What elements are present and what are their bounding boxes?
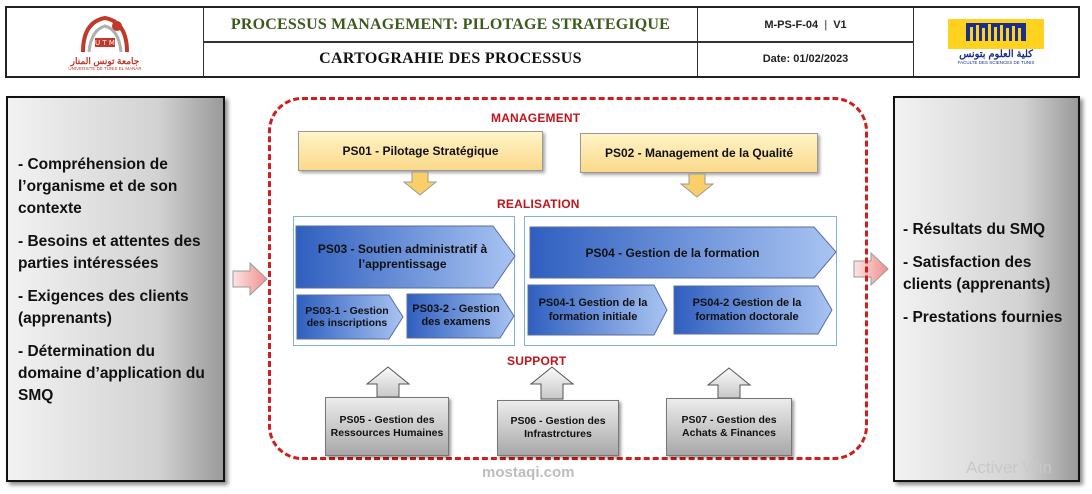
process-ps03-1: PS03-1 - Gestion des inscriptions: [300, 296, 394, 338]
logo-right-arabic: كلية العلوم بتونس: [959, 48, 1033, 60]
svg-text:U T M: U T M: [95, 39, 115, 47]
section-support: SUPPORT: [507, 354, 567, 368]
title-top: PROCESSUS MANAGEMENT: PILOTAGE STRATEGIQ…: [230, 16, 671, 33]
up-arrow-icon: [706, 367, 752, 399]
ps03-frame: [293, 216, 515, 346]
document-header: U T M جامعة تونس المنار UNIVERSITE DE TU…: [5, 6, 1080, 78]
ps03-1-chevron: [296, 294, 404, 340]
activate-windows-watermark: Activer Win: [966, 458, 1052, 477]
site-watermark: mostaqi.com: [482, 464, 575, 481]
section-realisation: REALISATION: [497, 197, 580, 211]
utm-logo-icon: U T M: [81, 15, 129, 53]
ps02-label: PS02 - Management de la Qualité: [604, 146, 794, 160]
ps03-label: PS03 - Soutien administratif à l’apprent…: [317, 242, 488, 271]
ps03-2-label: PS03-2 - Gestion des examens: [412, 303, 500, 328]
section-management: MANAGEMENT: [491, 111, 581, 125]
title-top-cell: PROCESSUS MANAGEMENT: PILOTAGE STRATEGIQ…: [203, 8, 697, 42]
output-item-results: - Résultats du SMQ: [903, 221, 1046, 238]
up-arrow-icon: [529, 366, 575, 400]
logo-left-sub: UNIVERSITE DE TUNIS EL MANAR: [68, 66, 142, 71]
ps06-label: PS06 - Gestion des Infrastrctures: [510, 415, 606, 440]
logo-left-arabic: جامعة تونس المنار: [70, 56, 140, 66]
logo-utm: U T M جامعة تونس المنار UNIVERSITE DE TU…: [7, 8, 203, 76]
ps04-1-chevron: [527, 284, 668, 336]
fst-logo-icon: [948, 18, 1044, 49]
process-map-boundary: [268, 97, 868, 460]
input-arrow-icon: [232, 261, 268, 297]
ps04-2-chevron: [673, 285, 833, 335]
input-item-requirements: - Exigences des clients (apprenants): [18, 288, 189, 327]
ps03-2-chevron: [406, 293, 515, 339]
output-arrow-icon: [853, 251, 889, 287]
doc-ref-cell: M-PS-F-04 | V1: [697, 8, 913, 42]
ps04-chevron: [529, 226, 837, 279]
date: Date: 01/02/2023: [762, 53, 849, 65]
process-ps04: PS04 - Gestion de la formation: [535, 230, 810, 276]
ps05-label: PS05 - Gestion des Ressources Humaines: [330, 413, 444, 439]
ps04-frame: [524, 216, 837, 346]
down-arrow-icon: [402, 171, 438, 196]
ps04-label: PS04 - Gestion de la formation: [585, 246, 760, 260]
input-item-context: - Compréhension de l’organisme et de son…: [18, 156, 178, 217]
process-ps02: PS02 - Management de la Qualité: [580, 133, 818, 173]
ps07-label: PS07 - Gestion des Achats & Finances: [681, 414, 777, 439]
logo-fst: كلية العلوم بتونس FACULTE DES SCIENCES D…: [913, 8, 1078, 76]
process-ps01: PS01 - Pilotage Stratégique: [298, 131, 543, 171]
process-ps07: PS07 - Gestion des Achats & Finances: [666, 398, 792, 456]
process-ps04-2: PS04-2 Gestion de la formation doctorale: [678, 288, 816, 332]
version: V1: [833, 19, 847, 31]
ps03-chevron: [295, 225, 516, 289]
ps01-label: PS01 - Pilotage Stratégique: [342, 144, 499, 158]
logo-right-sub: FACULTE DES SCIENCES DE TUNIS: [957, 59, 1035, 65]
doc-ref: M-PS-F-04: [764, 19, 819, 31]
output-item-satisfaction: - Satisfaction des clients (apprenants): [903, 254, 1051, 293]
input-item-stakeholders: - Besoins et attentes des parties intére…: [18, 233, 201, 272]
ps04-2-label: PS04-2 Gestion de la formation doctorale: [692, 297, 802, 323]
ps03-1-label: PS03-1 - Gestion des inscriptions: [305, 305, 389, 329]
title-bottom-cell: CARTOGRAHIE DES PROCESSUS: [203, 42, 697, 76]
date-cell: Date: 01/02/2023: [697, 42, 913, 76]
input-item-scope: - Détermination du domaine d’application…: [18, 343, 205, 404]
process-ps06: PS06 - Gestion des Infrastrctures: [497, 400, 619, 456]
title-bottom: CARTOGRAHIE DES PROCESSUS: [319, 50, 582, 67]
process-ps05: PS05 - Gestion des Ressources Humaines: [325, 397, 449, 456]
output-item-services: - Prestations fournies: [903, 309, 1063, 326]
process-ps03: PS03 - Soutien administratif à l’apprent…: [300, 228, 505, 286]
ps04-1-label: PS04-1 Gestion de la formation initiale: [538, 297, 648, 323]
process-ps03-2: PS03-2 - Gestion des examens: [410, 295, 502, 337]
up-arrow-icon: [365, 366, 411, 398]
inputs-panel: - Compréhension de l’organisme et de son…: [6, 96, 225, 482]
down-arrow-icon: [679, 173, 715, 198]
process-ps04-1: PS04-1 Gestion de la formation initiale: [530, 287, 656, 333]
outputs-panel: - Résultats du SMQ - Satisfaction des cl…: [893, 96, 1080, 482]
